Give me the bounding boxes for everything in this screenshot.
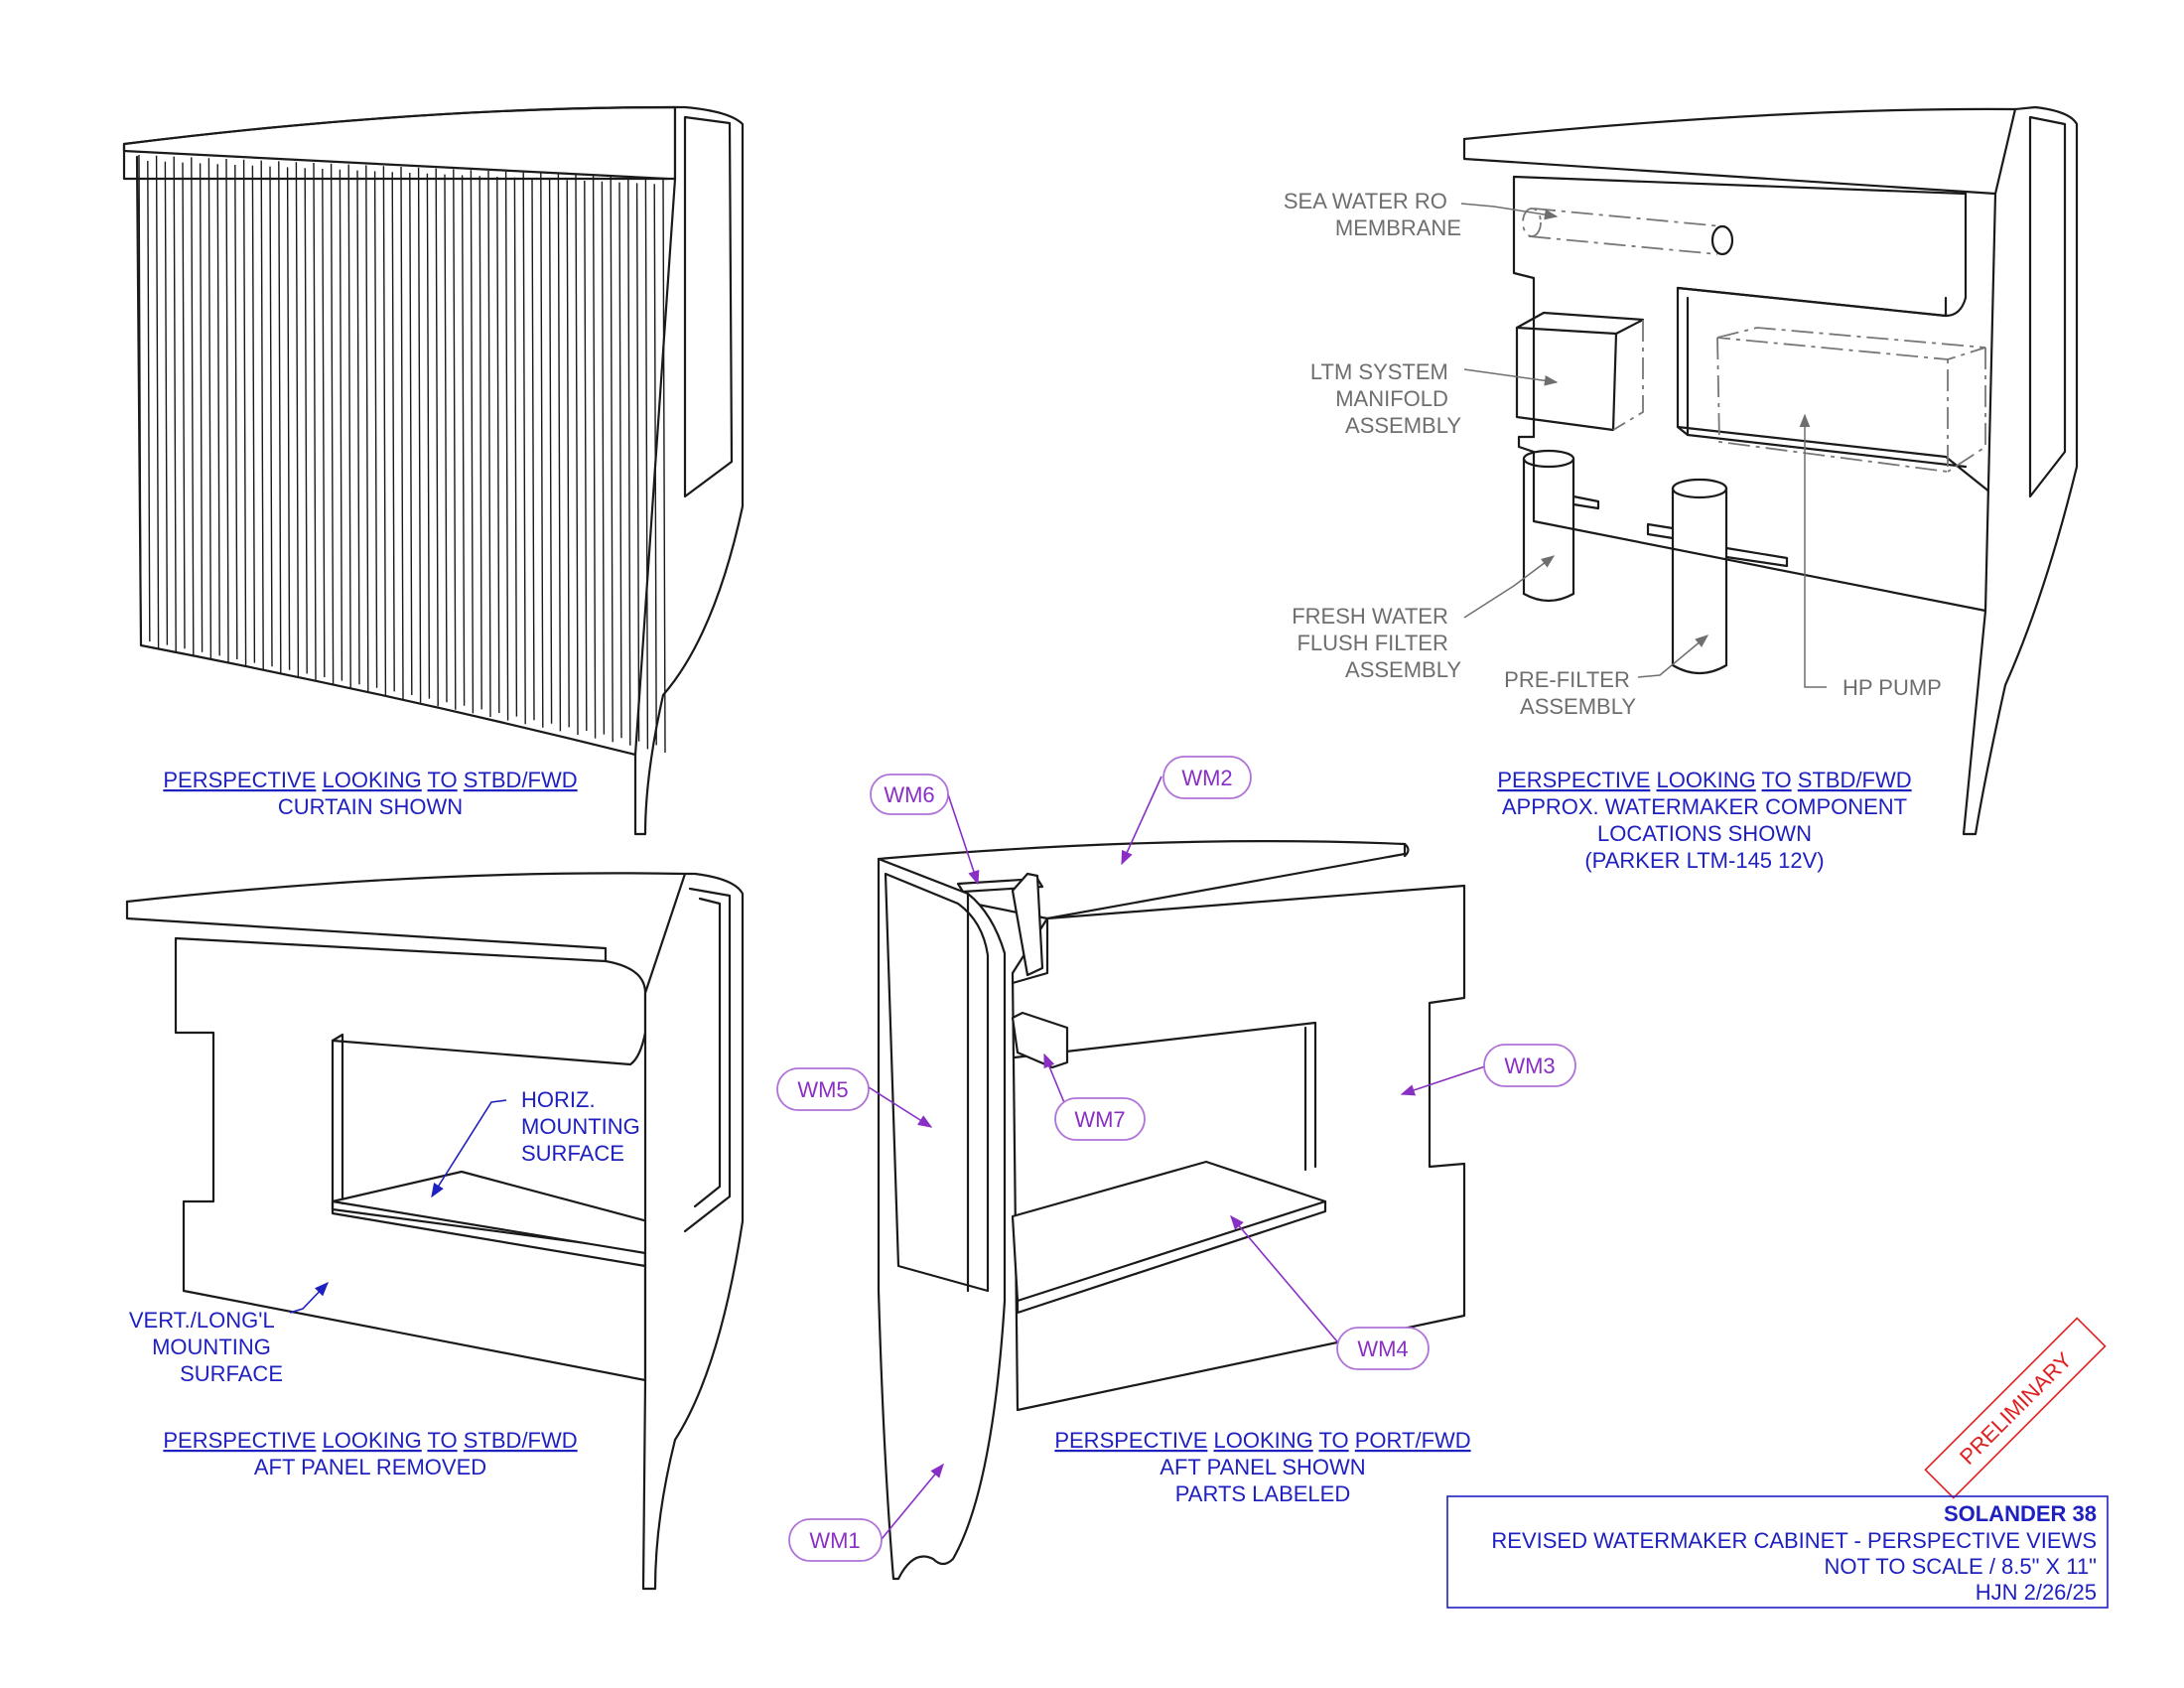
manifold-label: LTM SYSTEM MANIFOLD ASSEMBLY [1310,359,1461,438]
svg-text:WM3: WM3 [1504,1054,1555,1078]
svg-text:WM1: WM1 [809,1528,860,1553]
svg-text:APPROX. WATERMAKER COMPONENT: APPROX. WATERMAKER COMPONENT [1502,794,1907,819]
svg-text:LOCATIONS SHOWN: LOCATIONS SHOWN [1597,821,1812,846]
svg-text:PRELIMINARY: PRELIMINARY [1955,1347,2077,1470]
svg-text:PERSPECTIVE LOOKING TO STBD/FW: PERSPECTIVE LOOKING TO STBD/FWD [1497,768,1911,792]
svg-text:PERSPECTIVE LOOKING TO PORT/FW: PERSPECTIVE LOOKING TO PORT/FWD [1054,1428,1470,1453]
view-component-locations: SEA WATER RO MEMBRANE LTM SYSTEM MANIFOL… [1284,105,2079,836]
vertical-surface-label: VERT./LONG'L MOUNTING SURFACE [129,1308,283,1386]
svg-text:WM5: WM5 [797,1077,848,1102]
caption-aft-panel-removed: PERSPECTIVE LOOKING TO STBD/FWD AFT PANE… [163,1428,577,1479]
title-block: SOLANDER 38 REVISED WATERMAKER CABINET -… [1446,1495,2109,1609]
project-name: SOLANDER 38 [1944,1501,2097,1526]
caption-parts-labeled: PERSPECTIVE LOOKING TO PORT/FWD AFT PANE… [1054,1428,1470,1506]
drawing-scale: NOT TO SCALE / 8.5" X 11" [1825,1554,2097,1579]
svg-text:WM2: WM2 [1181,766,1232,790]
svg-text:(PARKER LTM-145 12V): (PARKER LTM-145 12V) [1584,848,1824,873]
svg-text:PARTS LABELED: PARTS LABELED [1175,1481,1350,1506]
svg-text:AFT PANEL REMOVED: AFT PANEL REMOVED [254,1455,486,1479]
pre-filter-label: PRE-FILTER ASSEMBLY [1504,667,1636,719]
preliminary-stamp: PRELIMINARY [1924,1317,2107,1499]
ro-membrane [1522,208,1734,256]
view-curtain-shown [122,105,745,836]
part-tag-wm3: WM3 [1400,1044,1576,1096]
part-tag-wm2: WM2 [1121,756,1252,866]
svg-text:AFT PANEL SHOWN: AFT PANEL SHOWN [1160,1455,1365,1479]
svg-text:WM7: WM7 [1074,1107,1125,1132]
part-tag-wm6: WM6 [870,774,980,886]
svg-text:CURTAIN SHOWN: CURTAIN SHOWN [278,794,463,819]
part-tag-wm1: WM1 [788,1463,944,1562]
flush-filter [1522,449,1600,603]
svg-text:PERSPECTIVE LOOKING TO STBD/FW: PERSPECTIVE LOOKING TO STBD/FWD [163,1428,577,1453]
drawing-title: REVISED WATERMAKER CABINET - PERSPECTIVE… [1491,1528,2097,1553]
svg-text:WM6: WM6 [884,782,934,807]
membrane-label: SEA WATER RO MEMBRANE [1284,189,1461,240]
author-date: HJN 2/26/25 [1976,1580,2097,1605]
curtain-pleats [138,154,666,754]
svg-text:PERSPECTIVE LOOKING TO STBD/FW: PERSPECTIVE LOOKING TO STBD/FWD [163,768,577,792]
flush-filter-label: FRESH WATER FLUSH FILTER ASSEMBLY [1292,604,1461,682]
horizontal-surface-label: HORIZ. MOUNTING SURFACE [521,1087,646,1166]
manifold-box [1515,311,1645,432]
view-aft-panel-removed: HORIZ. MOUNTING SURFACE VERT./LONG'L MOU… [125,872,745,1591]
pre-filter [1646,478,1789,675]
hp-pump-label: HP PUMP [1843,675,1942,700]
svg-text:WM4: WM4 [1357,1336,1408,1361]
part-tag-wm7: WM7 [1043,1053,1146,1141]
caption-component-locations: PERSPECTIVE LOOKING TO STBD/FWD APPROX. … [1497,768,1911,873]
part-tag-wm4: WM4 [1230,1214,1430,1370]
part-tag-wm5: WM5 [776,1067,933,1128]
hp-pump-box [1716,327,1986,474]
view-parts-labeled: WM6 WM2 WM5 WM7 WM3 WM4 [776,756,1576,1581]
caption-curtain-shown: PERSPECTIVE LOOKING TO STBD/FWD CURTAIN … [163,768,577,819]
